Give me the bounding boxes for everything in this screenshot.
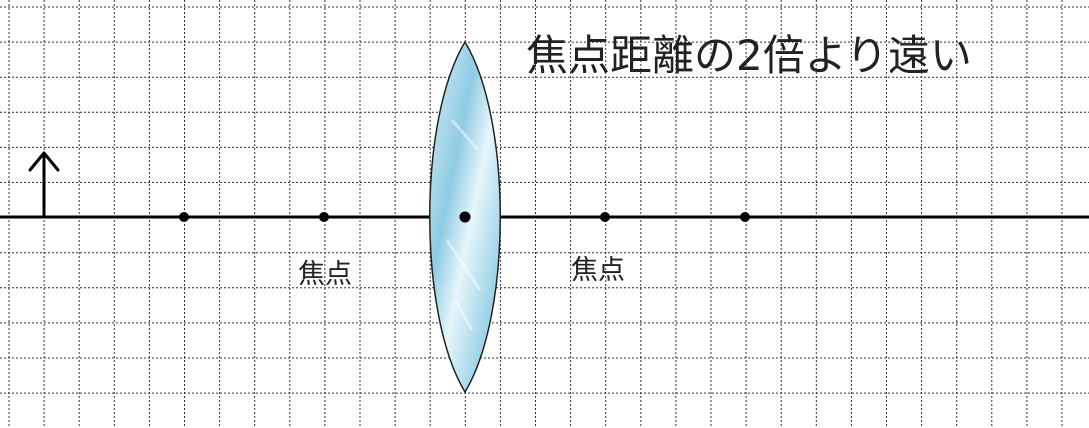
axis-point-2f-left: [179, 212, 189, 222]
lens-center-point: [459, 211, 471, 223]
diagram-title: 焦点距離の2倍より遠い: [526, 31, 972, 80]
axis-point-2f-right: [740, 212, 750, 222]
object-arrow: [28, 151, 60, 219]
focal-label-left: 焦点: [298, 259, 352, 290]
axis-point-f-left: [319, 212, 329, 222]
focal-label-right: 焦点: [571, 255, 625, 286]
axis-point-f-right: [600, 212, 610, 222]
